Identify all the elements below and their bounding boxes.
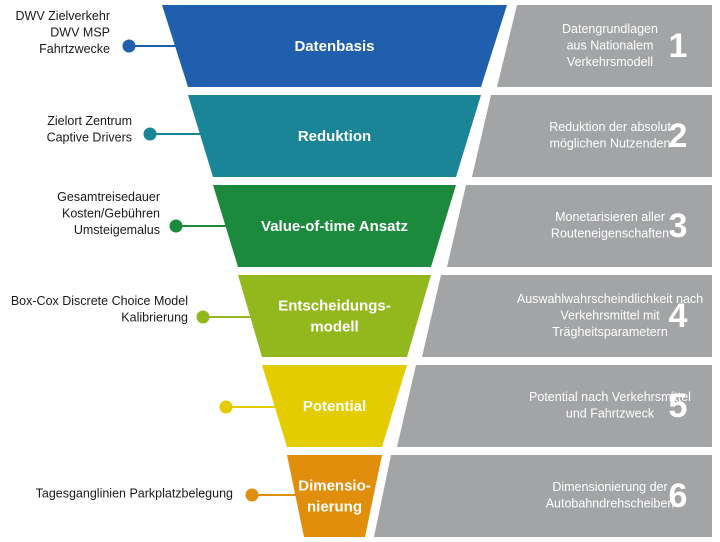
input-labels-line: Gesamtreisedauer (57, 190, 160, 204)
funnel-segment (287, 455, 382, 537)
description-panel (374, 455, 712, 537)
stage-title-line: Potential (303, 398, 366, 415)
stage-title-line: nierung (307, 498, 362, 515)
stage-title: Dimensio-nierung (298, 477, 371, 515)
connector-dot (196, 310, 210, 324)
input-labels-line: DWV Zielverkehr (16, 9, 110, 23)
funnel-segment (162, 5, 507, 87)
stage-description-line: möglichen Nutzenden (550, 137, 671, 151)
stage-title-line: Value-of-time Ansatz (261, 218, 408, 235)
stage-4: Entscheidungs-modell Box-Cox Discrete Cho… (11, 275, 712, 357)
connector-dot (169, 219, 183, 233)
stage-title-line: Reduktion (298, 128, 371, 145)
stage-description-line: Dimensionierung der (552, 480, 667, 494)
stage-5: Potential Potential nach Verkehrsmittel un… (219, 365, 712, 447)
funnel-segment (262, 365, 407, 447)
description-panel (422, 275, 712, 357)
step-number: 2 (669, 117, 688, 155)
stage-description: Potential nach Verkehrsmittel und Fahrtzw… (529, 390, 691, 421)
stage-description-line: Verkehrsmittel mit (560, 308, 660, 322)
funnel-segment (188, 95, 481, 177)
stage-description-line: und Fahrtzweck (566, 407, 655, 421)
input-labels-line: Fahrtzwecke (39, 42, 110, 56)
step-number: 1 (669, 27, 688, 65)
stage-title-line: Dimensio- (298, 477, 371, 494)
description-panel (397, 365, 712, 447)
description-panel (472, 95, 712, 177)
step-number: 5 (669, 387, 688, 425)
stage-description-line: Autobahndrehscheiben (546, 497, 675, 511)
stage-description-line: Reduktion der absolut (549, 120, 671, 134)
stage-description-line: Trägheitsparametern (552, 325, 668, 339)
input-labels-line: Captive Drivers (47, 131, 132, 145)
connector-dot (143, 127, 157, 141)
input-labels-line: Kalibrierung (121, 311, 188, 325)
stage-title: Value-of-time Ansatz (261, 218, 408, 235)
step-number: 3 (669, 207, 688, 245)
stage-description-line: Auswahlwahrscheindlichkeit nach (517, 292, 703, 306)
stage-title-line: Entscheidungs- (278, 297, 391, 314)
input-labels-line: Zielort Zentrum (47, 114, 132, 128)
stage-title: Reduktion (298, 128, 371, 145)
input-labels: Tagesganglinien Parkplatzbelegung (36, 486, 233, 500)
input-labels-line: Umsteigemalus (74, 223, 160, 237)
step-number: 4 (669, 297, 688, 335)
connector-dot (219, 400, 233, 414)
funnel-segment (213, 185, 456, 267)
stage-title: Datenbasis (294, 38, 374, 55)
stage-description-line: Monetarisieren aller (555, 210, 665, 224)
stage-title-line: Datenbasis (294, 38, 374, 55)
connector-dot (122, 39, 136, 53)
stage-description: Reduktion der absolut möglichen Nutzenden (549, 120, 671, 151)
stage-title: Entscheidungs-modell (278, 297, 391, 335)
funnel-segment (238, 275, 431, 357)
stage-description-line: Routeneigenschaften (551, 227, 669, 241)
input-labels-line: DWV MSP (50, 25, 110, 39)
input-labels-line: Tagesganglinien Parkplatzbelegung (36, 486, 233, 500)
connector-dot (245, 488, 259, 502)
description-panel (497, 5, 712, 87)
stage-description-line: Verkehrsmodell (567, 55, 653, 69)
stage-6: Dimensio-nierung Tagesganglinien Parkplat… (36, 455, 712, 537)
stage-description-line: Datengrundlagen (562, 22, 658, 36)
stage-title-line: modell (310, 318, 358, 335)
stage-description-line: aus Nationalem (567, 38, 654, 52)
input-labels-line: Kosten/Gebühren (62, 206, 160, 220)
step-number: 6 (669, 477, 688, 515)
description-panel (447, 185, 712, 267)
stage-title: Potential (303, 398, 366, 415)
input-labels-line: Box-Cox Discrete Choice Model (11, 294, 188, 308)
stage-description-line: Potential nach Verkehrsmittel (529, 390, 691, 404)
